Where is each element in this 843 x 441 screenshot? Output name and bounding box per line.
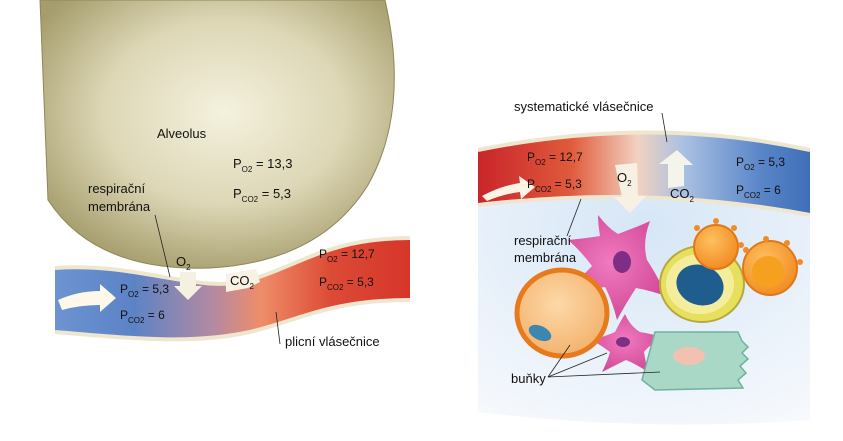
svg-text:CO2: CO2 [670, 186, 695, 204]
arterial-pco2-value-left: 5,3 [357, 275, 374, 289]
capillary-leader-left [275, 311, 281, 345]
arterial-po2-value-left: 12,7 [351, 247, 375, 261]
venous-pco2-right: PCO2 = 6 [736, 183, 781, 200]
alveolus-po2-value: 13,3 [267, 156, 292, 171]
svg-text:respirační: respirační [514, 233, 571, 248]
blood-flow-arrow-left [58, 284, 116, 312]
respiratory-membrane-leader-left [154, 214, 171, 278]
svg-text:O2: O2 [617, 170, 632, 188]
pink-cell-small [592, 314, 664, 372]
co2-diffusion-arrow-left [226, 269, 260, 292]
svg-text:PCO2 = 5,3: PCO2 = 5,3 [233, 186, 291, 204]
arterial-pco2-value-right: 5,3 [565, 177, 582, 191]
svg-text:O2: O2 [176, 254, 191, 272]
co2-diffusion-arrow-right [659, 150, 693, 188]
venous-pco2-value-right: 6 [774, 183, 781, 197]
svg-text:PO2 = 5,3: PO2 = 5,3 [736, 155, 785, 172]
pressure-symbol: P [233, 186, 242, 201]
equals-sign: = [258, 186, 273, 201]
alveolus-po2: PO2 = 13,3 [233, 156, 292, 174]
arterial-po2-value-right: 12,7 [559, 150, 583, 164]
respiratory-membrane-label-right: respirační membrána [514, 233, 577, 265]
o2-subscript: O2 [242, 165, 253, 174]
equals-sign: = [252, 156, 267, 171]
orange-cell-2 [742, 236, 803, 296]
venous-po2-right: PO2 = 5,3 [736, 155, 785, 172]
systemic-capillary [477, 130, 811, 217]
alveolus-pco2-value: 5,3 [273, 186, 291, 201]
cells-label: buňky [511, 371, 546, 386]
svg-text:PCO2 = 6: PCO2 = 6 [736, 183, 781, 200]
svg-text:PCO2 = 5,3: PCO2 = 5,3 [319, 275, 374, 292]
svg-text:respirační: respirační [88, 181, 145, 196]
svg-text:PO2 = 5,3: PO2 = 5,3 [120, 282, 169, 299]
venous-po2-value-left: 5,3 [152, 282, 169, 296]
oval-cell [514, 267, 610, 359]
alveolus-label: Alveolus [157, 126, 207, 141]
o2-diffusion-arrow-right [614, 163, 646, 213]
svg-text:PO2 = 13,3: PO2 = 13,3 [233, 156, 292, 174]
blood-flow-arrow-right [482, 176, 535, 201]
svg-text:PCO2 = 5,3: PCO2 = 5,3 [527, 177, 582, 194]
arterial-po2-left: PO2 = 12,7 [319, 247, 375, 264]
alveolus [39, 0, 395, 269]
orange-cell-1 [693, 218, 744, 270]
arterial-pco2-right: PCO2 = 5,3 [527, 177, 582, 194]
svg-text:PO2 = 12,7: PO2 = 12,7 [319, 247, 375, 264]
venous-po2-value-right: 5,3 [768, 155, 785, 169]
systemic-capillary-label: systematické vlásečnice [514, 99, 653, 114]
green-cell [641, 331, 750, 391]
venous-po2-left: PO2 = 5,3 [120, 282, 169, 299]
co2-label-right: CO2 [670, 186, 695, 204]
respiratory-membrane-label-left: respirační membrána [88, 181, 151, 214]
pressure-symbol: P [233, 156, 242, 171]
o2-label-left: O2 [176, 254, 191, 272]
arterial-po2-right: PO2 = 12,7 [527, 150, 583, 167]
svg-text:PCO2 = 6: PCO2 = 6 [120, 308, 165, 325]
svg-text:PO2 = 12,7: PO2 = 12,7 [527, 150, 583, 167]
o2-label-right: O2 [617, 170, 632, 188]
venous-pco2-value-left: 6 [158, 308, 165, 322]
cells-leaders [547, 344, 661, 378]
co2-label-left: CO2 [230, 273, 255, 291]
co2-subscript: CO2 [242, 195, 259, 204]
respiratory-membrane-leader-right [566, 198, 582, 237]
svg-text:membrána: membrána [88, 199, 151, 214]
pink-cell-large [565, 215, 666, 320]
venous-pco2-left: PCO2 = 6 [120, 308, 165, 325]
alveolus-pco2: PCO2 = 5,3 [233, 186, 291, 204]
svg-text:membrána: membrána [514, 250, 577, 265]
pulmonary-capillary-label: plicní vlásečnice [285, 334, 380, 349]
svg-text:CO2: CO2 [230, 273, 255, 291]
o2-diffusion-arrow-left [174, 272, 202, 300]
capillary-leader-right [661, 112, 668, 143]
arterial-pco2-left: PCO2 = 5,3 [319, 275, 374, 292]
